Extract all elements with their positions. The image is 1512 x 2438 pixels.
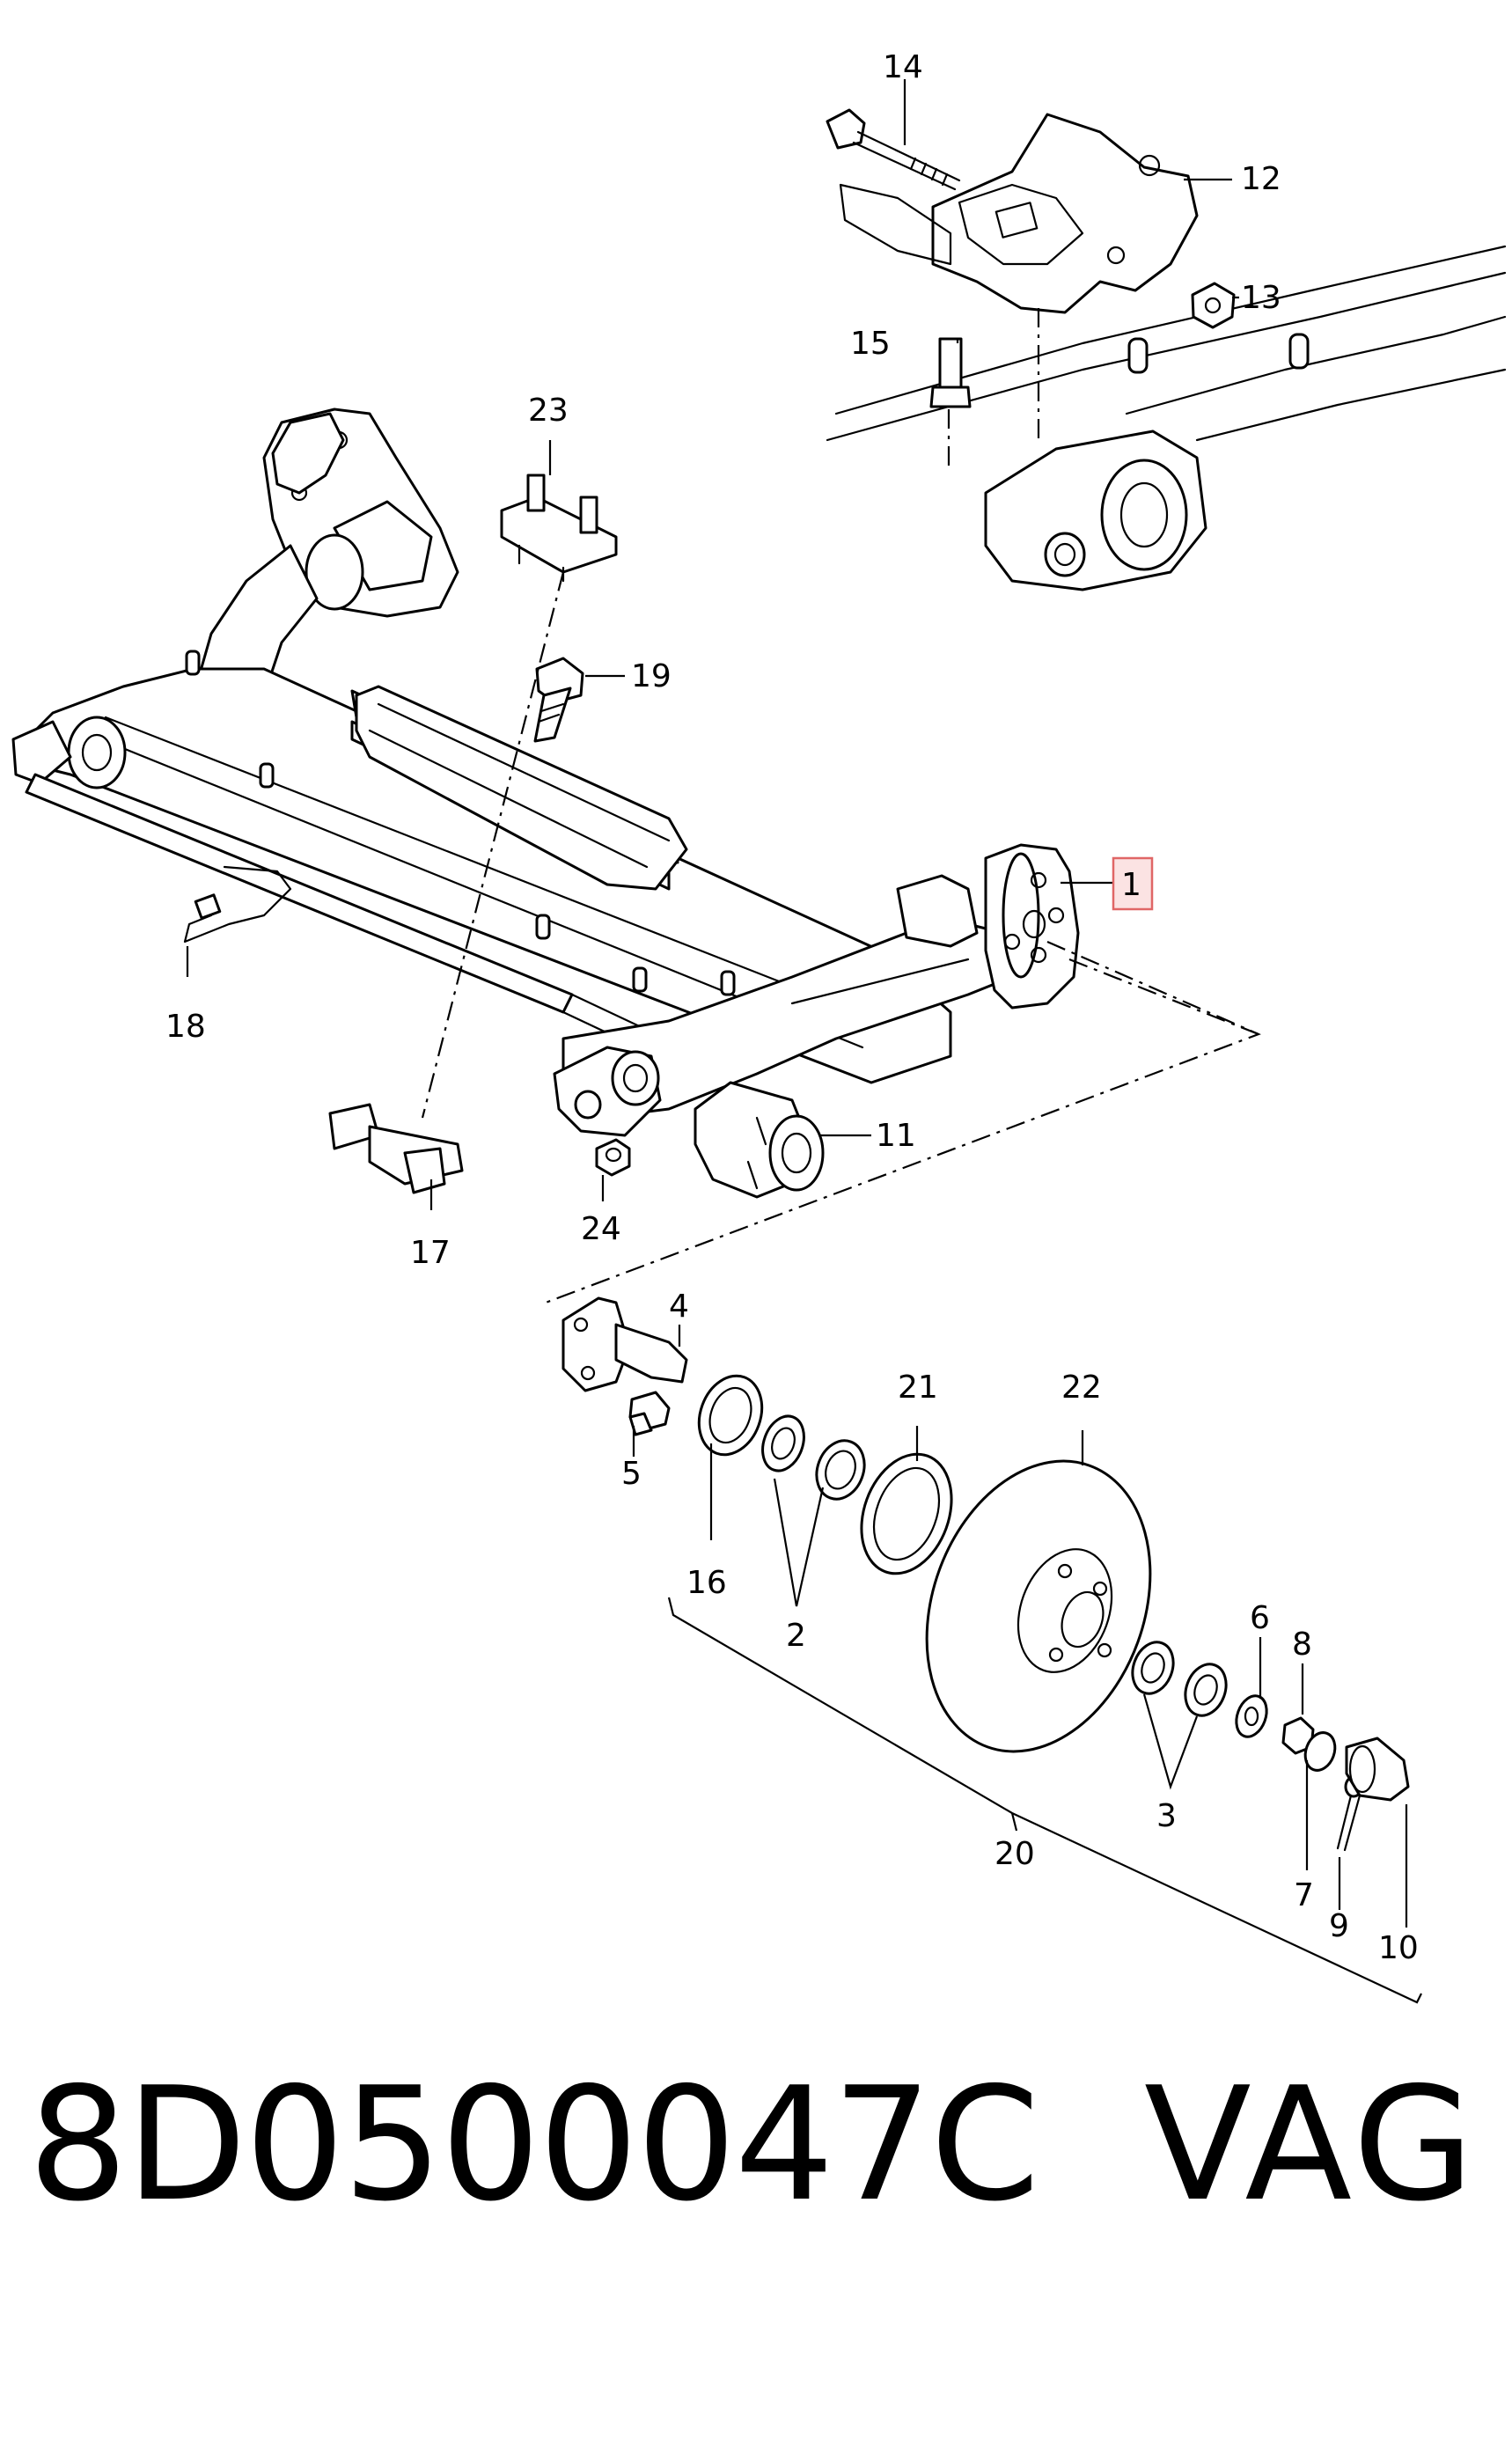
brake-disc-22	[925, 1459, 1152, 1753]
seal-16	[697, 1374, 764, 1457]
bump-stop-17	[328, 1103, 464, 1194]
stub-axle-flange	[896, 843, 1080, 1010]
brand-name: VAG	[1144, 2053, 1478, 2236]
inset-bushing	[984, 430, 1207, 591]
callout-20: 20	[995, 1836, 1035, 1872]
callout-10: 10	[1378, 1930, 1419, 1966]
callout-5: 5	[621, 1456, 642, 1492]
abs-ring-21	[860, 1452, 953, 1575]
callout-1-highlight	[1112, 856, 1154, 911]
hub-cap-10	[1345, 1737, 1410, 1802]
bearing-2	[761, 1414, 866, 1501]
bolt-19	[533, 657, 584, 743]
callout-labels: 1 2 3 4 5 6 7 8 9 10 11 12 13 14 15 16 1…	[165, 49, 1419, 1966]
lock-ring-7	[1303, 1731, 1337, 1772]
part-number: 8D0500047C	[28, 2053, 1039, 2236]
bolt-14	[826, 108, 961, 191]
nut-13	[1191, 282, 1236, 329]
clip-23	[500, 474, 618, 583]
callout-8: 8	[1292, 1627, 1312, 1663]
callout-17: 17	[410, 1235, 451, 1271]
rear-axle-beam	[11, 408, 1080, 1137]
callout-6: 6	[1250, 1600, 1270, 1636]
bolt-15	[929, 337, 972, 408]
callout-12: 12	[1241, 161, 1281, 197]
callout-1: 1	[1121, 867, 1141, 903]
callout-22: 22	[1061, 1370, 1102, 1406]
leader-lines	[186, 79, 1408, 1928]
stub-axle-4	[561, 1296, 688, 1392]
callout-13: 13	[1241, 280, 1281, 316]
inset-mounting-detail	[826, 108, 1507, 591]
callout-7: 7	[1294, 1877, 1314, 1913]
callout-15: 15	[850, 326, 891, 362]
bearing-3	[1131, 1641, 1228, 1717]
bushing-11	[694, 1081, 825, 1199]
callout-4: 4	[669, 1289, 689, 1325]
diagram-canvas: 1 2 3 4 5 6 7 8 9 10 11 12 13 14 15 16 1…	[11, 49, 1507, 2004]
bolt-5	[628, 1391, 671, 1436]
callout-3: 3	[1156, 1798, 1177, 1834]
callout-19: 19	[631, 658, 672, 694]
callout-23: 23	[528, 393, 569, 429]
callout-9: 9	[1329, 1908, 1349, 1944]
callout-14: 14	[883, 49, 923, 85]
callout-24: 24	[581, 1211, 621, 1247]
washer-6	[1235, 1694, 1268, 1738]
callout-2: 2	[786, 1618, 806, 1654]
mounting-bracket	[931, 113, 1199, 314]
callout-16: 16	[686, 1565, 727, 1601]
sensor-wire-18	[183, 865, 292, 944]
callout-11: 11	[876, 1118, 916, 1154]
bushing-24	[595, 1138, 631, 1177]
callout-21: 21	[898, 1370, 938, 1406]
callout-18: 18	[165, 1009, 206, 1045]
